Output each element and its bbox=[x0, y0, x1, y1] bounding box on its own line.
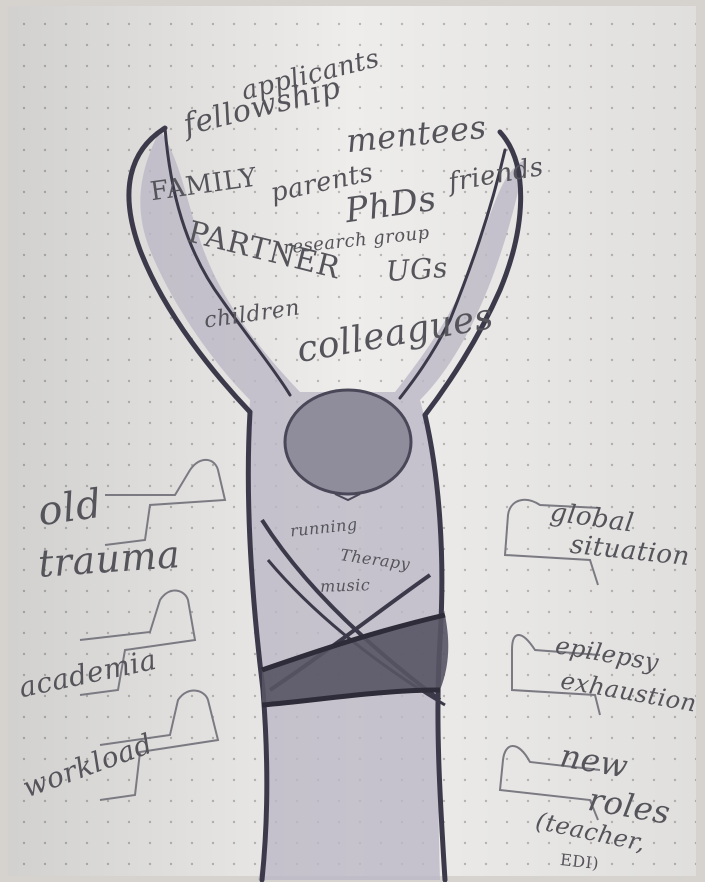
figure-head bbox=[285, 390, 411, 494]
word-trauma: trauma bbox=[37, 535, 182, 583]
word-old: old bbox=[36, 484, 105, 533]
word-music: music bbox=[320, 577, 371, 595]
word-edi: EDI) bbox=[559, 852, 600, 872]
word-ugs: UGs bbox=[385, 254, 449, 286]
